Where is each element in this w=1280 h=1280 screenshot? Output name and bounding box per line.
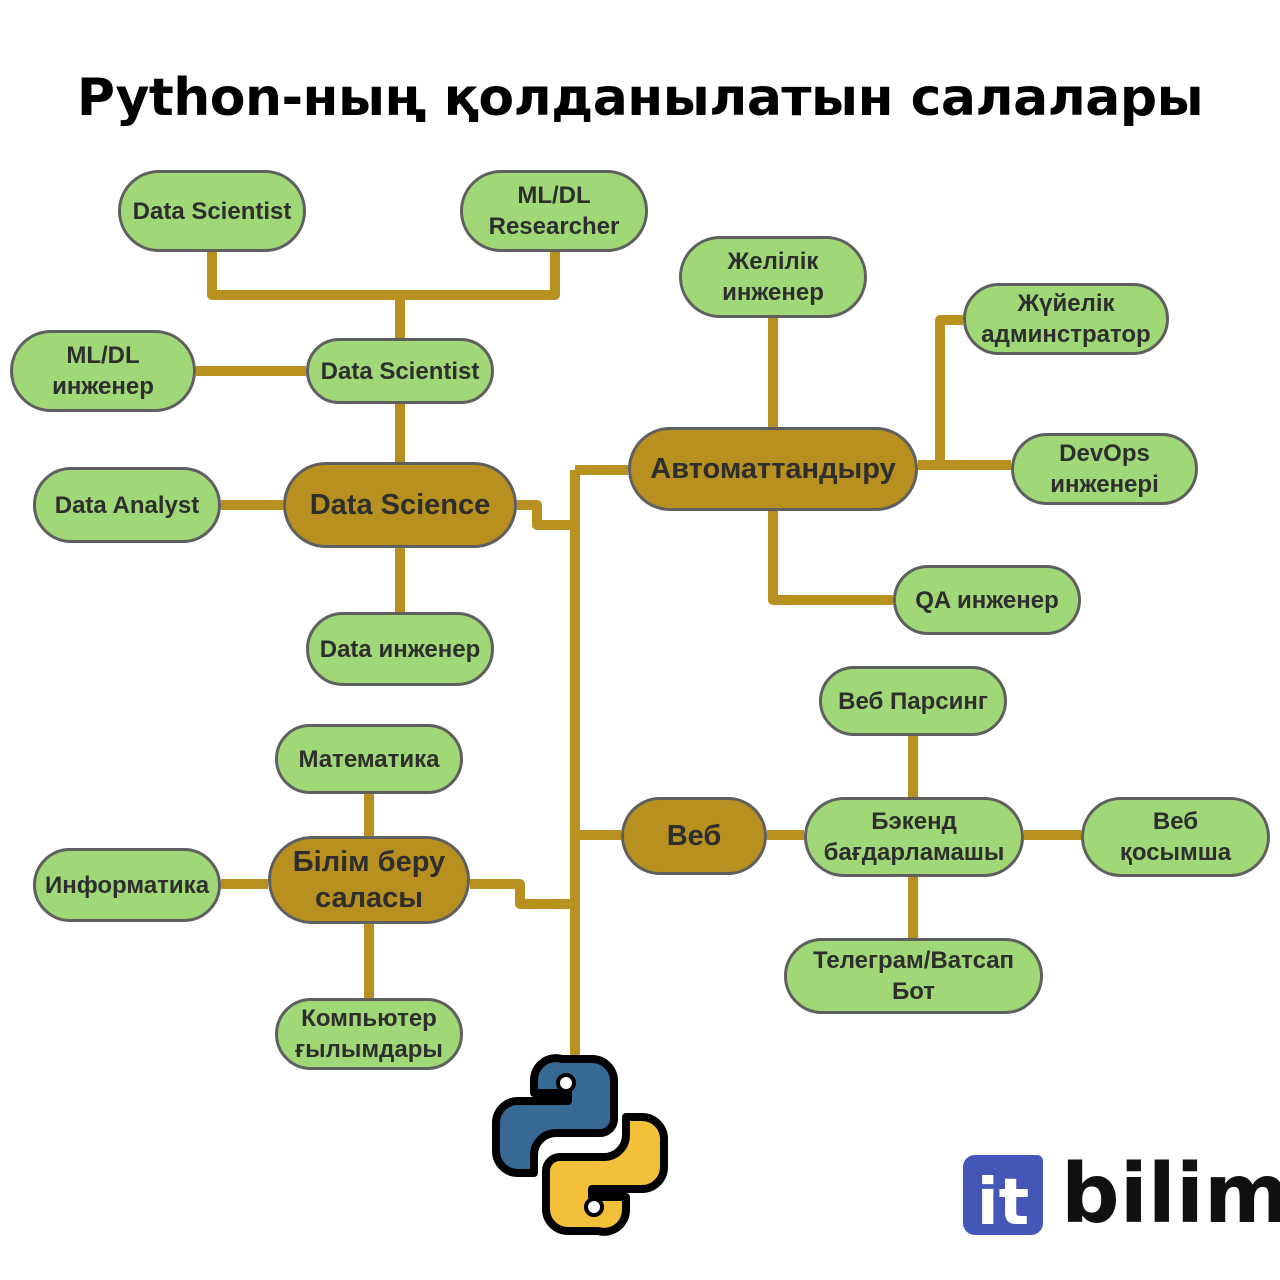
node-ml-dl-engineer: ML/DL инженер <box>10 330 196 412</box>
node-bot: Телеграм/Ватсап Бот <box>784 938 1043 1014</box>
node-devops: DevOps инженері <box>1011 433 1198 505</box>
node-automation: Автоматтандыру <box>628 427 918 511</box>
node-data-science: Data Science <box>283 462 517 548</box>
itbilim-logo: it bilim <box>963 1147 1280 1242</box>
connector <box>517 500 575 530</box>
connector <box>221 794 374 998</box>
connector <box>918 315 1011 470</box>
node-web-app: Веб қосымша <box>1081 797 1270 877</box>
trunk-connector <box>570 465 628 1060</box>
node-data-engineer: Data инженер <box>306 612 494 686</box>
python-logo-icon <box>492 1054 668 1236</box>
node-qa: QA инженер <box>893 565 1081 635</box>
node-ml-dl-researcher: ML/DL Researcher <box>460 170 648 252</box>
node-sysadmin: Жүйелік админстратор <box>963 283 1169 355</box>
node-data-scientist: Data Scientist <box>306 338 494 404</box>
node-web-parsing: Веб Парсинг <box>819 666 1007 736</box>
logo-wordmark: bilim <box>1061 1147 1280 1242</box>
node-cs: Компьютер ғылымдары <box>275 998 463 1070</box>
page-title: Python-ның қолданылатын салалары <box>76 68 1204 128</box>
node-web: Веб <box>621 797 767 875</box>
node-math: Математика <box>275 724 463 794</box>
connector <box>470 879 575 909</box>
connector <box>768 511 893 605</box>
node-network-engineer: Желілік инженер <box>679 236 867 318</box>
logo-it-mark: it <box>963 1155 1043 1235</box>
node-backend: Бэкенд бағдарламашы <box>804 797 1024 877</box>
connector <box>207 252 560 338</box>
node-informatics: Информатика <box>33 848 221 922</box>
node-data-scientist-top: Data Scientist <box>118 170 306 252</box>
node-education: Білім беру саласы <box>268 836 470 924</box>
node-data-analyst: Data Analyst <box>33 467 221 543</box>
